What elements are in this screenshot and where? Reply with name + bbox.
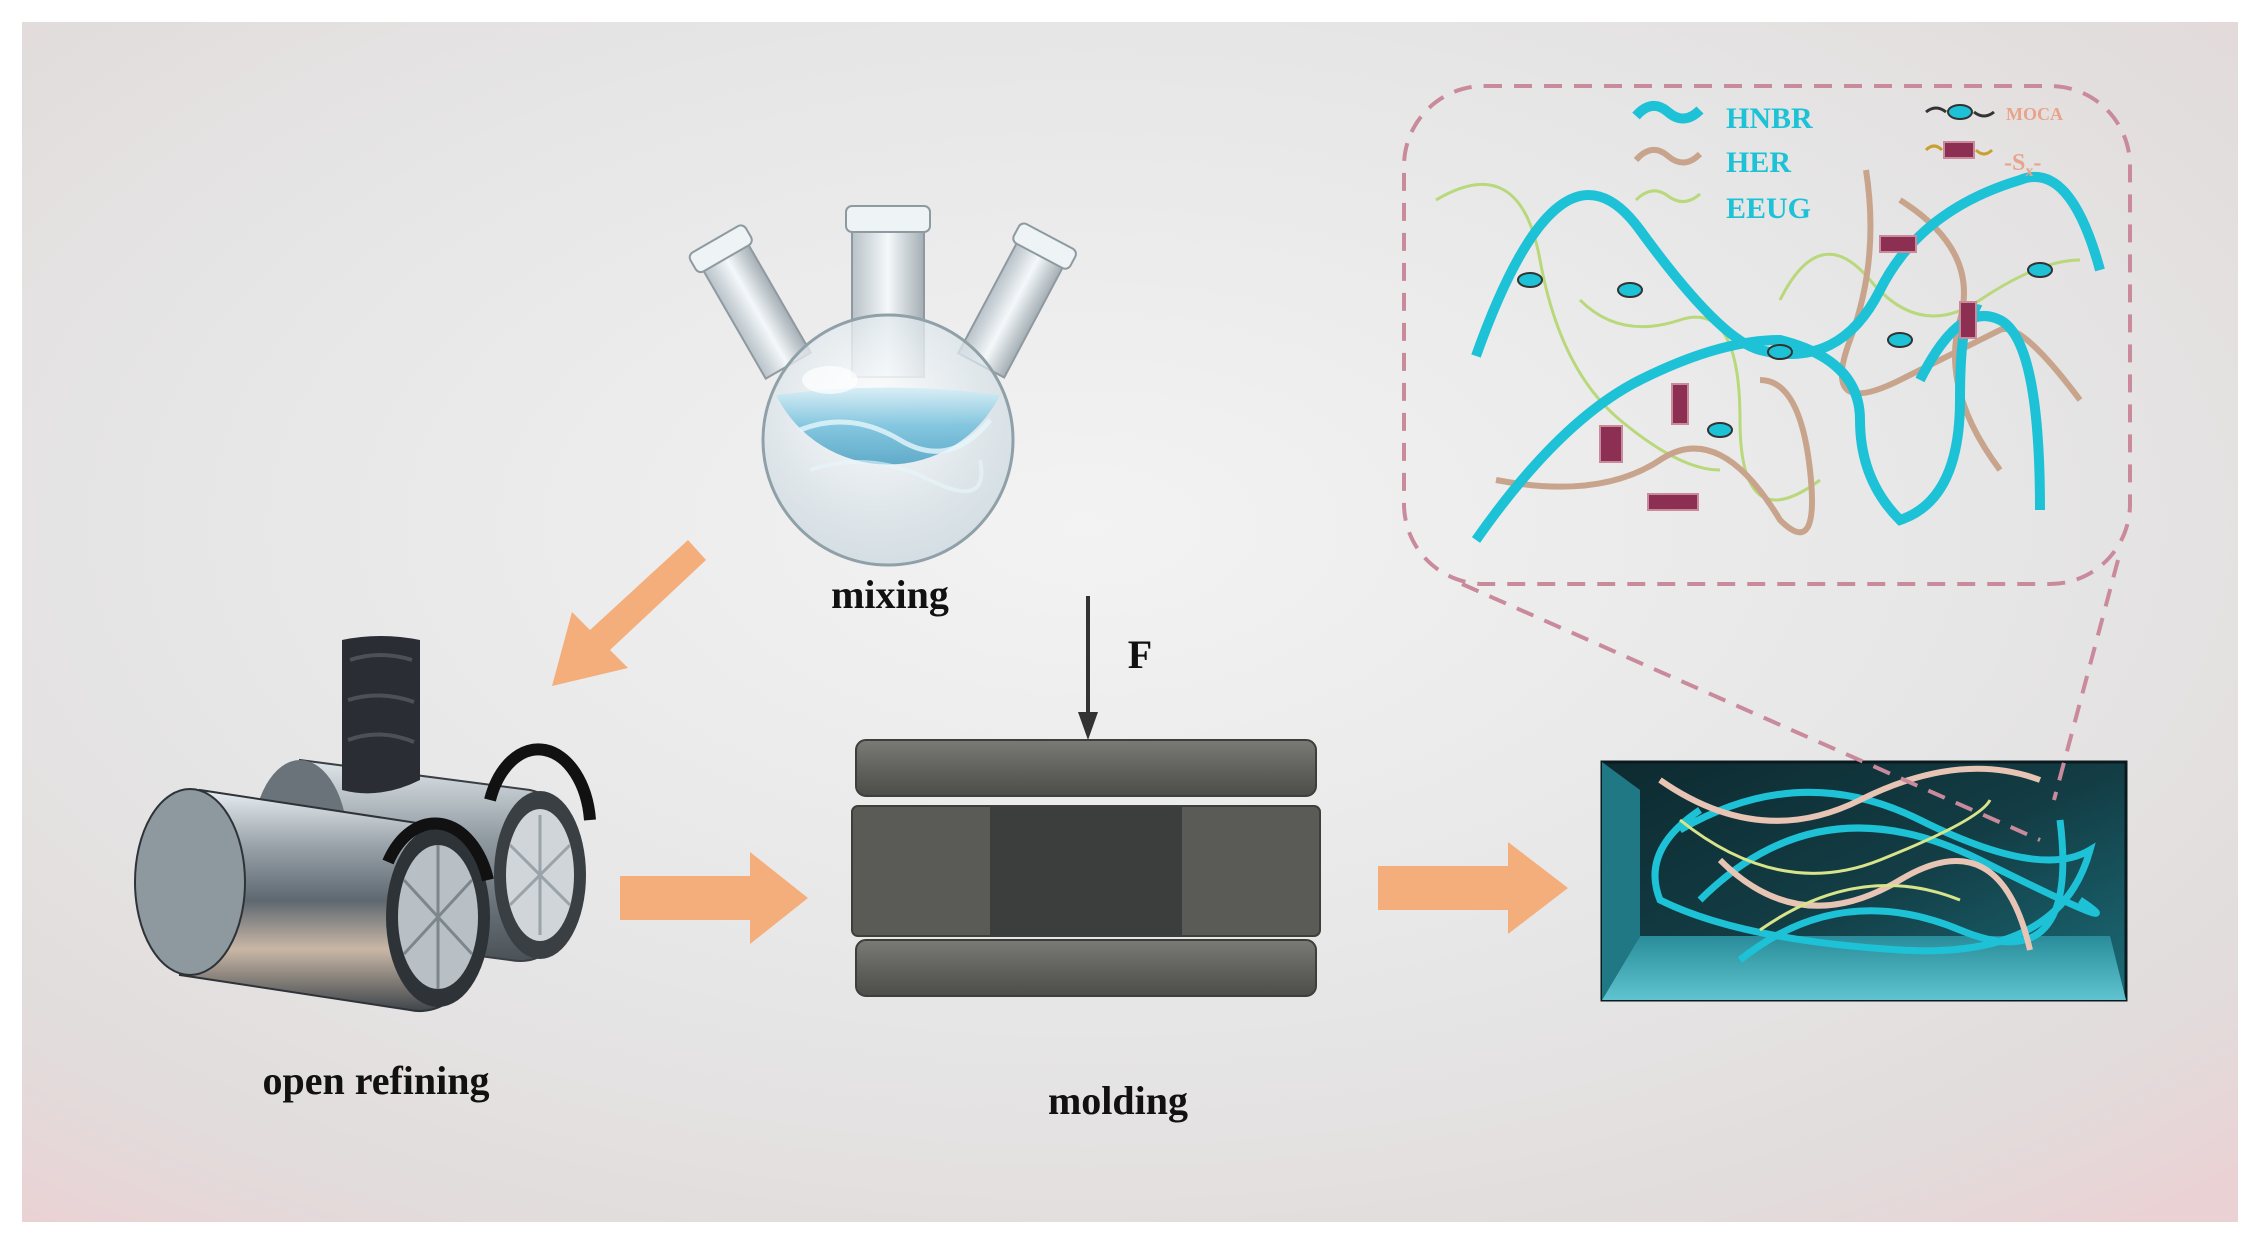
arrow-flask-to-rolls: [552, 540, 706, 686]
mixing-label: mixing: [831, 572, 949, 617]
legend: HNBR HER EEUG MOCA -Sx-: [1632, 101, 2063, 225]
legend-eeug-label: EEUG: [1726, 192, 1811, 225]
arrow-mold-to-product: [1378, 842, 1568, 934]
legend-her-label: HER: [1726, 146, 1791, 179]
legend-eeug-swatch: [1634, 189, 1701, 203]
force-label: F: [1128, 632, 1152, 677]
two-roll-mill: [134, 636, 596, 1013]
vulcanized-product: [1600, 760, 2128, 1002]
legend-sx-label: -Sx-: [2004, 150, 2041, 180]
legend-sx-swatch: [1924, 141, 1994, 159]
open-refining-label: open refining: [262, 1058, 489, 1103]
legend-moca-label: MOCA: [2006, 104, 2063, 124]
polymer-network: [1435, 169, 2105, 543]
three-neck-flask: [688, 205, 1077, 567]
force-arrow: [1078, 596, 1098, 740]
zoom-callout: [1402, 84, 2132, 842]
legend-hnbr-label: HNBR: [1726, 102, 1813, 135]
legend-her-swatch: [1633, 147, 1703, 166]
compression-mold: [851, 739, 1321, 997]
molding-label: molding: [1048, 1078, 1188, 1123]
legend-moca-swatch: [1925, 104, 1995, 120]
arrow-rolls-to-mold: [620, 852, 808, 944]
legend-hnbr-swatch: [1632, 101, 1704, 124]
